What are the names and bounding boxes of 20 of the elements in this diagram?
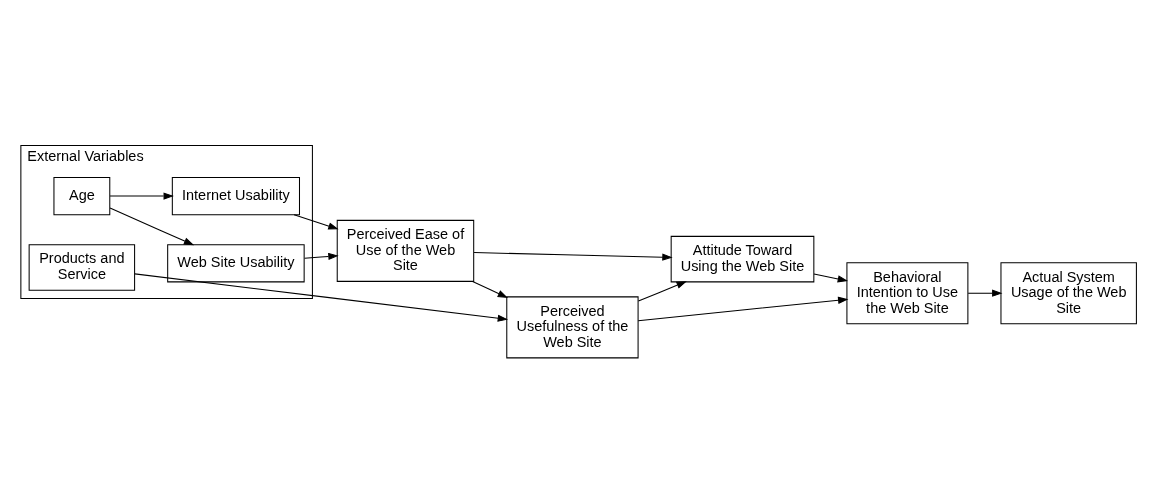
node-box: Web Site Usability: [167, 243, 305, 282]
arrow: [134, 272, 509, 322]
node-box: Attitude Toward Using the Web Site: [670, 235, 815, 282]
arrow: [472, 280, 509, 298]
node-box: Products and Service: [28, 243, 136, 291]
node-box: Perceived Ease of Use of the Web Site: [336, 219, 475, 282]
node-box: Actual System Usage of the Web Site: [1000, 261, 1137, 324]
arrow: [637, 296, 849, 321]
arrow: [293, 213, 339, 230]
arrow: [637, 280, 687, 301]
node-box: Behavioral Intention to Use the Web Site: [846, 261, 969, 324]
node-box: Perceived Usefulness of the Web Site: [506, 295, 639, 358]
arrow: [304, 252, 339, 260]
arrow: [109, 207, 195, 245]
node-box: Internet Usability: [171, 176, 300, 215]
arrow: [813, 272, 849, 282]
arrow: [967, 289, 1003, 297]
arrow: [473, 251, 673, 261]
arrow: [109, 191, 174, 200]
node-box: Age: [53, 176, 111, 215]
